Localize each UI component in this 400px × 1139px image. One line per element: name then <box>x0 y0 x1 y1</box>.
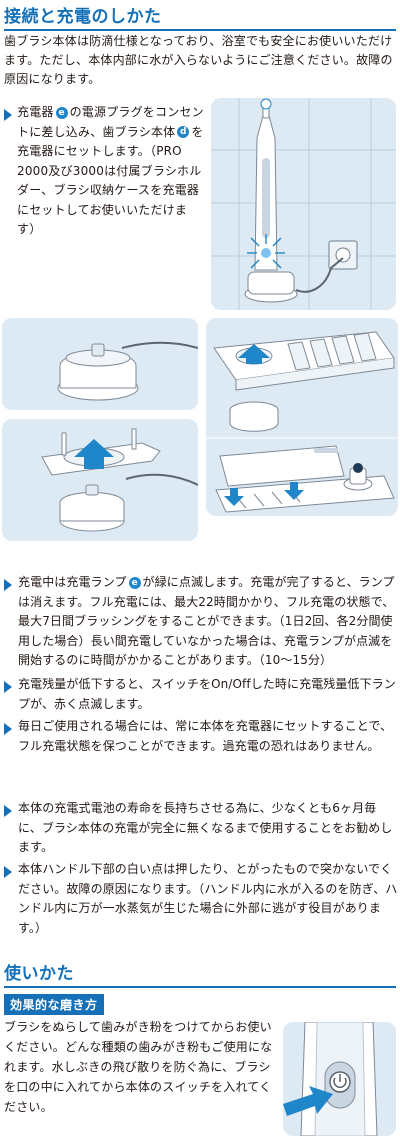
badge-e-icon: e <box>55 106 68 119</box>
section-header-usage: 使いかた <box>4 959 396 988</box>
bullet-daily-use: 毎日ご使用される場合には、常に本体を充電器にセットすることで、フル充電状態を保つ… <box>4 717 398 756</box>
subsection-tag: 効果的な磨き方 <box>4 994 104 1015</box>
charger-base-icon <box>57 341 198 401</box>
bullet-arrow-icon <box>4 680 12 693</box>
illustration-brush-holder <box>206 318 398 516</box>
bullet-arrow-icon <box>4 722 12 735</box>
switch-press-icon <box>283 1022 378 1136</box>
bullet-low-battery: 充電残量が低下すると、スイッチをOn/Offした時に充電残量低下ランプが、赤く点… <box>4 675 398 714</box>
section-title: 使いかた <box>4 964 74 984</box>
toothbrush-charger-icon <box>211 98 396 310</box>
brush-holder-tray-icon <box>206 331 398 513</box>
illustration-charger-with-holder <box>2 419 198 541</box>
section-title: 接続と充電のしかた <box>4 7 162 27</box>
badge-d-icon: d <box>177 126 190 138</box>
usage-paragraph: ブラシをぬらして歯みがき粉をつけてからお使いください。どんな種類の歯みがき粉もご… <box>4 1020 273 1114</box>
effective-brushing-tag: 効果的な磨き方 <box>4 994 104 1015</box>
illustration-switch-press <box>283 1022 396 1136</box>
illustration-toothbrush-charging <box>211 98 396 310</box>
bullet-arrow-icon <box>4 578 12 591</box>
bullet-arrow-icon <box>4 865 12 878</box>
bullet-arrow-icon <box>4 804 12 817</box>
bullet-arrow-icon <box>4 108 12 121</box>
section-underline <box>4 986 396 988</box>
badge-e-icon: e <box>128 576 141 589</box>
illustration-charger-base <box>2 318 198 410</box>
section-header-charging: 接続と充電のしかた <box>4 2 396 31</box>
charger-holder-icon <box>41 428 198 532</box>
bullet-battery-life: 本体の充電式電池の寿命を長持ちさせる為に、少なくとも6ヶ月毎に、ブラシ本体の充電… <box>4 799 398 858</box>
bullet-white-dot: 本体ハンドル下部の白い点は押したり、とがったもので突かないでください。故障の原因… <box>4 860 398 938</box>
intro-paragraph: 歯ブラシ本体は防滴仕様となっており、浴室でも安全にお使いいただけます。ただし、本… <box>4 34 393 86</box>
section-underline <box>4 29 396 31</box>
